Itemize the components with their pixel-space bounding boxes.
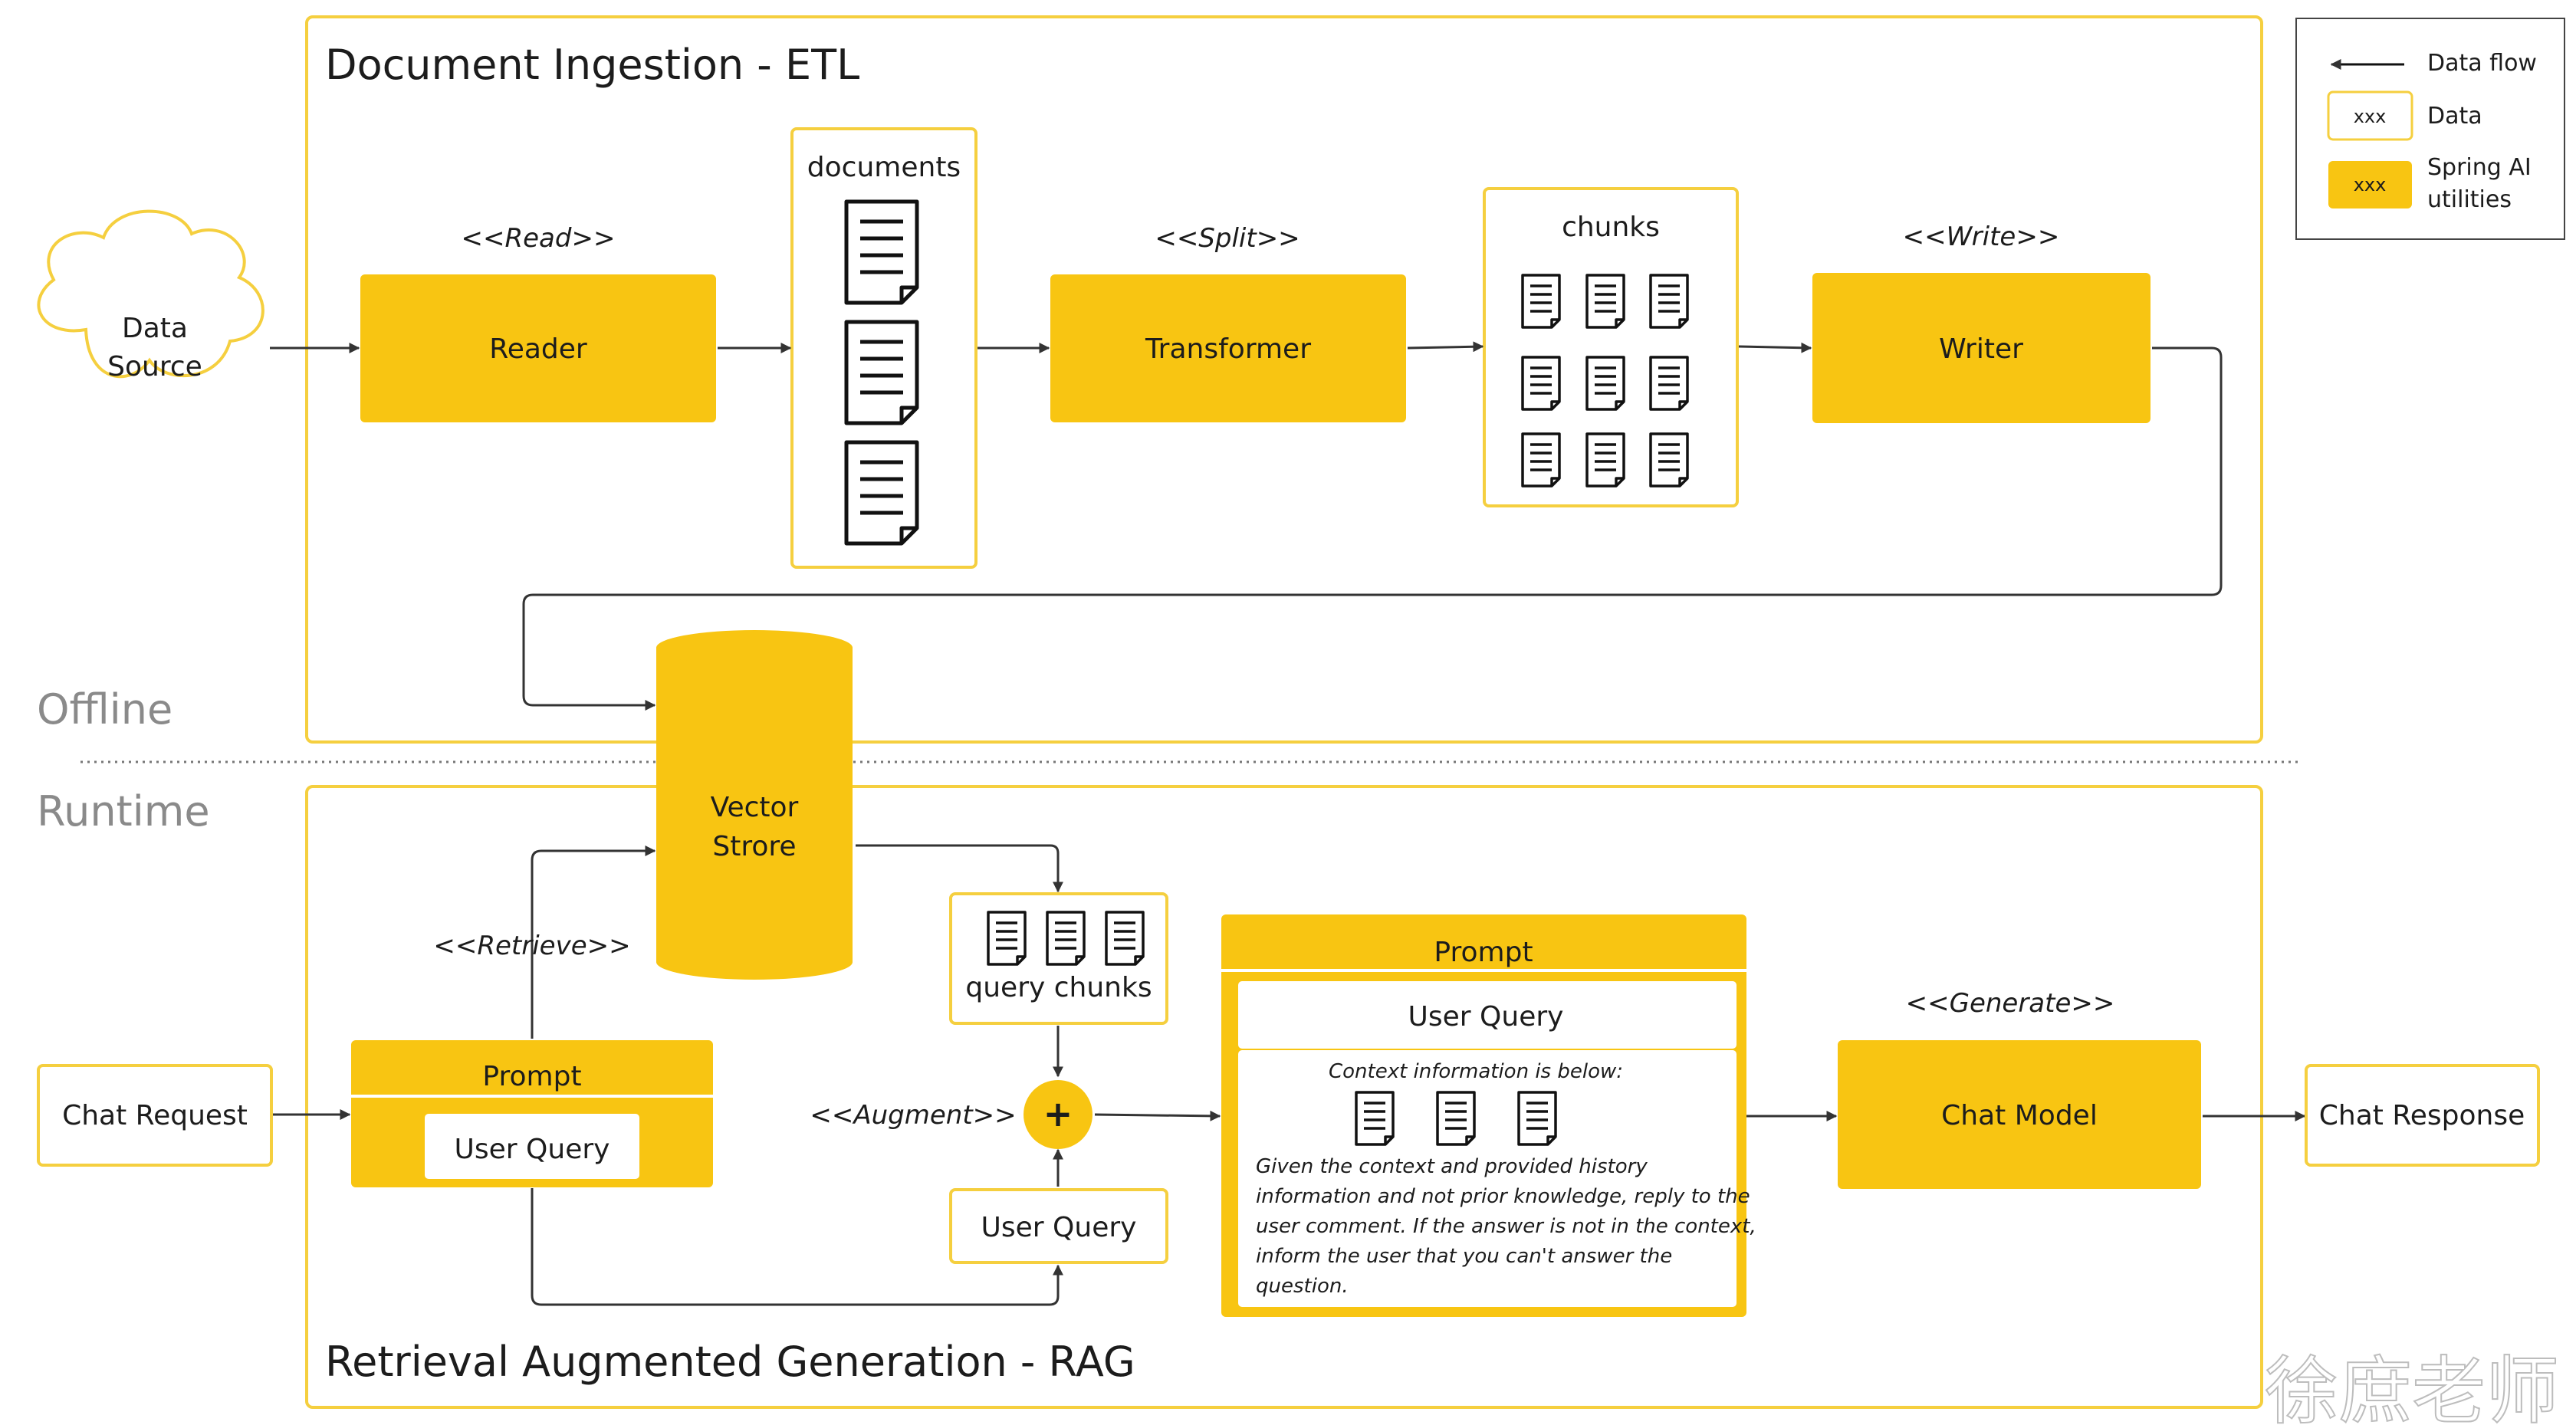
writer-label: Writer [1939,333,2023,365]
context-heading: Context information is below: [1329,1060,1623,1083]
legend-data-sample: xxx [2354,106,2387,127]
chunk-icon [1649,356,1689,411]
vector-store: Vector Strore [656,630,853,980]
prompt-large: Prompt User Query Context information is… [1221,914,1756,1317]
context-instruction-line: question. [1256,1275,1349,1298]
prompt-small-query: User Query [455,1134,610,1165]
legend-util-swatch [2328,161,2412,208]
document-icon [846,322,917,423]
chunk-icon [1585,274,1625,329]
user-query-label: User Query [981,1212,1137,1243]
legend-data-swatch [2327,90,2413,141]
split-stereotype: <<Split>> [1155,223,1300,254]
chunk-icon [1649,432,1689,488]
retrieve-stereotype: <<Retrieve>> [433,931,630,961]
augment-plus-icon [1024,1080,1092,1149]
user-query-box [949,1188,1168,1264]
context-instruction-line: information and not prior knowledge, rep… [1256,1185,1750,1208]
context-doc-icon [1355,1091,1395,1146]
writer-box [1812,273,2150,423]
prompt-small: Prompt User Query [351,1040,713,1187]
rag-title: Retrieval Augmented Generation - RAG [325,1338,1135,1386]
chunk-icon [1585,356,1625,411]
document-icon [846,442,917,543]
chunk-icon [1521,274,1561,329]
reader-label: Reader [489,333,587,365]
prompt-large-title: Prompt [1434,937,1533,968]
legend-spring-ai-line2: utilities [2427,186,2512,213]
vector-store-line2: Strore [712,831,796,862]
legend-util-sample: xxx [2354,174,2387,195]
augment-plus-symbol: + [1043,1093,1073,1134]
prompt-small-title: Prompt [482,1061,581,1092]
chunks-box [1483,187,1739,507]
transformer-label: Transformer [1145,333,1311,365]
context-instruction-line: user comment. If the answer is not in th… [1256,1215,1756,1238]
chat-model-label: Chat Model [1941,1100,2098,1131]
chat-request-label: Chat Request [62,1100,248,1131]
chat-model-box [1838,1040,2201,1189]
query-chunk-icon [1046,911,1086,966]
chunk-icon [1649,274,1689,329]
augment-stereotype: <<Augment>> [810,1100,1016,1131]
legend: Data flow xxx Data xxx Spring AI utiliti… [2295,18,2565,240]
section-offline: Offline [37,685,172,734]
watermark: 徐庶老师 [2265,1348,2559,1425]
reader-box [360,274,716,422]
section-runtime: Runtime [37,787,210,836]
etl-flow-arrows [270,341,2223,711]
data-source-line1: Data [122,313,188,344]
data-source-line2: Source [107,351,202,383]
legend-data: Data [2427,103,2482,130]
chunk-icon [1585,432,1625,488]
data-source-cloud: Data Source [37,209,264,383]
legend-data-flow: Data flow [2427,50,2537,77]
chat-request-box [37,1064,273,1167]
etl-container [305,15,2263,744]
generate-stereotype: <<Generate>> [1906,988,2115,1019]
chat-response-box [2305,1064,2540,1167]
chat-response-label: Chat Response [2319,1100,2525,1131]
query-chunk-icon [987,911,1027,966]
transformer-box [1050,274,1406,422]
rag-flow-arrows [273,844,2306,1306]
write-stereotype: <<Write>> [1903,222,2060,252]
legend-spring-ai-line1: Spring AI [2427,154,2532,181]
chunk-icon [1521,432,1561,488]
document-icon [846,202,917,303]
context-instruction-line: Given the context and provided history [1256,1155,1648,1178]
vector-store-line1: Vector [711,792,799,823]
context-doc-icon [1517,1091,1557,1146]
query-chunks-label: query chunks [965,972,1152,1003]
etl-title: Document Ingestion - ETL [325,41,859,89]
chunks-label: chunks [1562,212,1660,243]
query-chunk-icon [1105,911,1145,966]
context-instruction-line: inform the user that you can't answer th… [1256,1245,1672,1268]
documents-label: documents [807,152,961,183]
rag-container [305,785,2263,1409]
prompt-large-query: User Query [1408,1001,1564,1033]
context-doc-icon [1436,1091,1476,1146]
chunk-icon [1521,356,1561,411]
read-stereotype: <<Read>> [462,223,616,254]
